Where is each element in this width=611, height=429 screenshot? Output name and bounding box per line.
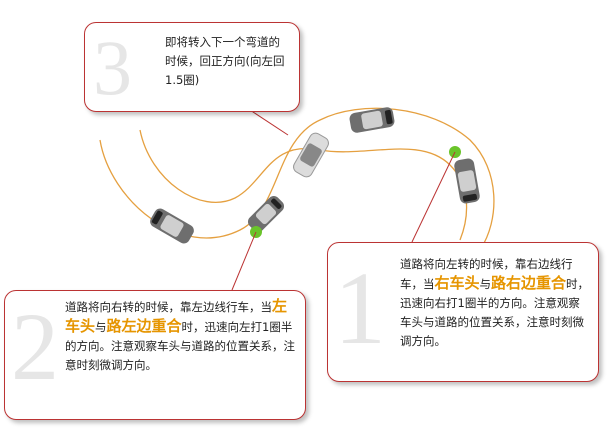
car-1 <box>150 208 194 244</box>
step-1-text-a: 道路将向左转的时候，靠右边线行车，当 <box>400 257 573 291</box>
step-number-2: 2 <box>11 293 59 400</box>
step-number-3: 3 <box>93 24 132 111</box>
car-4 <box>349 107 395 133</box>
step-2-text-b: 时，迅速向左打1圈半的方向。注意观察车头与道路的位置关系，注意时刻微调方向。 <box>65 320 295 372</box>
step-2-highlight-1: 左车头 <box>65 297 288 335</box>
step-number-1: 1 <box>334 251 386 366</box>
road-inner-edge <box>139 129 468 241</box>
car-3 <box>293 132 329 178</box>
step-1-highlight-1: 右车头 <box>434 274 480 292</box>
callout-step-2: 2 道路将向右转的时候，靠左边线行车，当左车头与路左边重合时，迅速向左打1圈半的… <box>4 290 306 420</box>
callout-step-1: 1 道路将向左转的时候，靠右边线行车，当右车头与路右边重合时，迅速向右打1圈半的… <box>327 242 599 382</box>
step-2-text: 道路将向右转的时候，靠左边线行车，当左车头与路左边重合时，迅速向左打1圈半的方向… <box>65 297 299 375</box>
car-5 <box>454 158 480 204</box>
step-1-text: 道路将向左转的时候，靠右边线行车，当右车头与路右边重合时，迅速向右打1圈半的方向… <box>400 255 590 351</box>
step-2-text-mid: 与 <box>95 320 107 334</box>
pointer-1 <box>411 151 456 243</box>
step-3-text: 即将转入下一个弯道的时候，回正方向(向左回1.5圈) <box>165 35 285 87</box>
pointer-3 <box>249 109 289 136</box>
callout-step-3: 3 即将转入下一个弯道的时候，回正方向(向左回1.5圈) <box>84 22 300 112</box>
pointer-2 <box>231 231 257 291</box>
step-1-highlight-2: 路右边重合 <box>491 274 567 292</box>
car-2 <box>247 195 285 233</box>
step-2-text-a: 道路将向右转的时候，靠左边线行车，当 <box>65 300 272 314</box>
step-2-highlight-2: 路左边重合 <box>106 317 182 335</box>
step-1-text-mid: 与 <box>479 277 492 291</box>
step-1-text-b: 时，迅速向右打1圈半的方向。注意观察车头与道路的位置关系，注意时刻微调方向。 <box>400 277 590 348</box>
